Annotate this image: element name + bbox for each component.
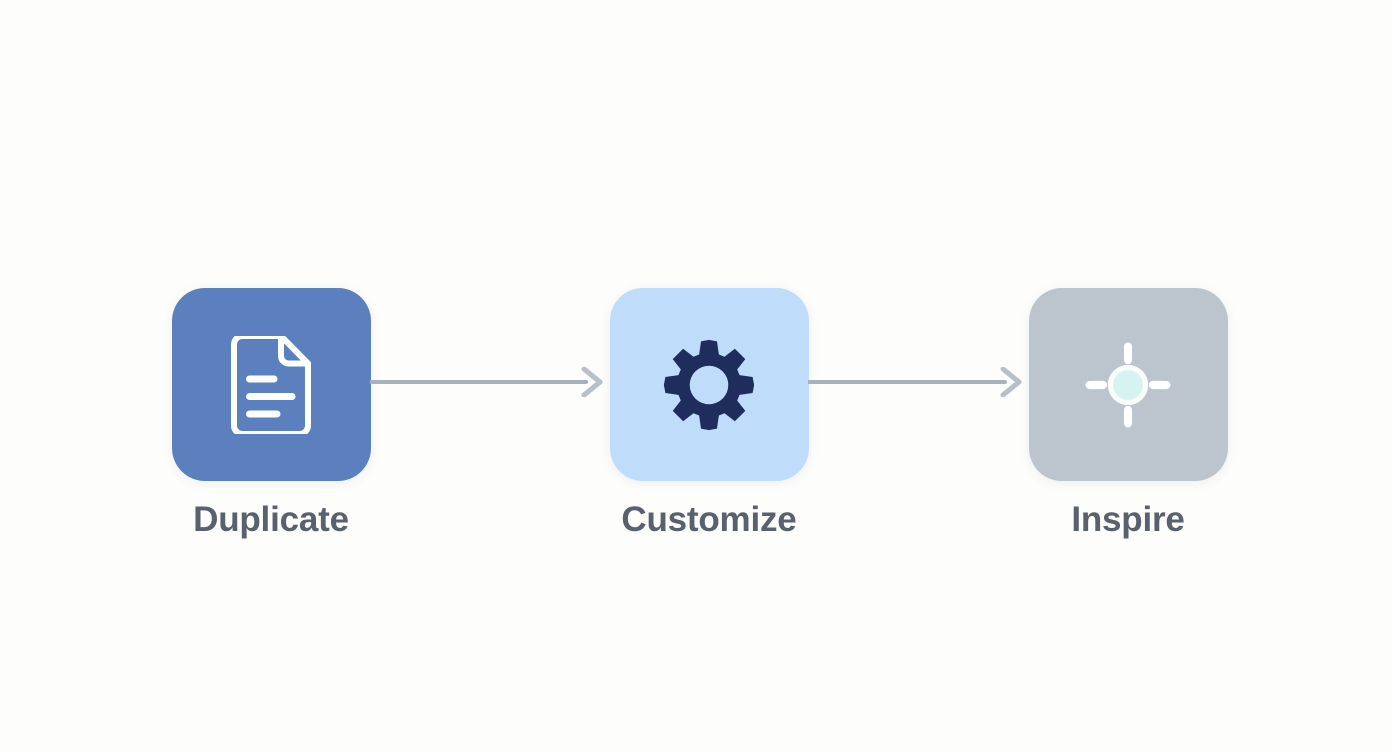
flow-connector-2 xyxy=(808,367,1028,397)
step-card-duplicate[interactable] xyxy=(171,288,371,481)
flow-step-customize[interactable]: Customize xyxy=(609,288,809,537)
document-icon xyxy=(225,335,317,434)
spark-icon xyxy=(1080,337,1176,433)
flow-step-duplicate[interactable]: Duplicate xyxy=(171,288,371,537)
flow-connector-1 xyxy=(370,367,609,397)
flow-step-inspire[interactable]: Inspire xyxy=(1028,288,1228,537)
step-card-customize[interactable] xyxy=(609,288,809,481)
step-label-customize: Customize xyxy=(621,500,797,539)
step-card-inspire[interactable] xyxy=(1028,288,1228,481)
step-label-inspire: Inspire xyxy=(1071,500,1185,539)
gear-icon xyxy=(662,338,756,432)
step-label-duplicate: Duplicate xyxy=(193,500,349,539)
